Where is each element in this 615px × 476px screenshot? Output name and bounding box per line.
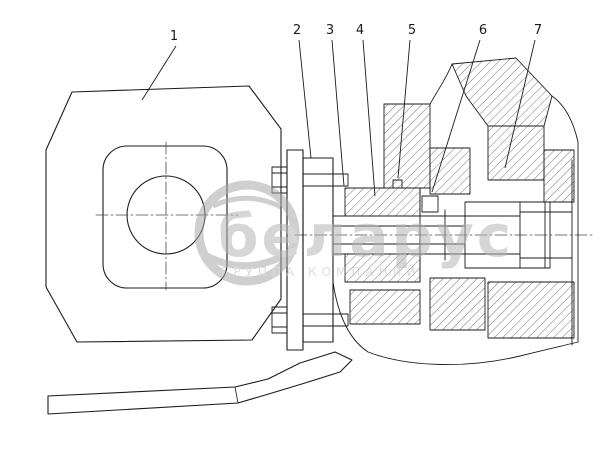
callout-6: 6	[431, 23, 487, 193]
callout-1-leader	[141, 45, 177, 101]
watermark-subtitle: ГРУППА КОМПАНИЙ	[221, 264, 420, 279]
callout-6-leader	[431, 39, 481, 193]
callout-3-leader	[331, 39, 345, 187]
callout-2-label: 2	[293, 23, 301, 38]
callout-6-label: 6	[479, 23, 487, 38]
callout-7-leader	[504, 39, 536, 169]
lever-arm	[47, 351, 353, 415]
callout-3-label: 3	[326, 23, 334, 38]
callouts: 1 2 3 4 5 6 7	[141, 23, 542, 197]
callout-4-label: 4	[356, 23, 364, 38]
watermark-logo-icon	[194, 180, 300, 286]
callout-5-leader	[397, 39, 411, 179]
callout-7-label: 7	[534, 23, 542, 38]
lock-nut	[421, 195, 439, 213]
callout-4-leader	[362, 39, 376, 197]
watermark-brand: беларус	[218, 202, 514, 270]
callout-2: 2	[293, 23, 312, 159]
center-lines	[95, 141, 593, 291]
callout-5: 5	[397, 23, 416, 179]
callout-7: 7	[504, 23, 542, 169]
watermark: беларус ГРУППА КОМПАНИЙ	[194, 180, 514, 286]
callout-1: 1	[141, 29, 178, 101]
callout-1-label: 1	[170, 29, 178, 44]
callout-5-label: 5	[408, 23, 416, 38]
bearing-cup	[487, 125, 545, 181]
callout-2-leader	[298, 39, 312, 159]
callout-4: 4	[356, 23, 376, 197]
coupling-assembly	[332, 179, 521, 283]
callout-3: 3	[326, 23, 345, 187]
